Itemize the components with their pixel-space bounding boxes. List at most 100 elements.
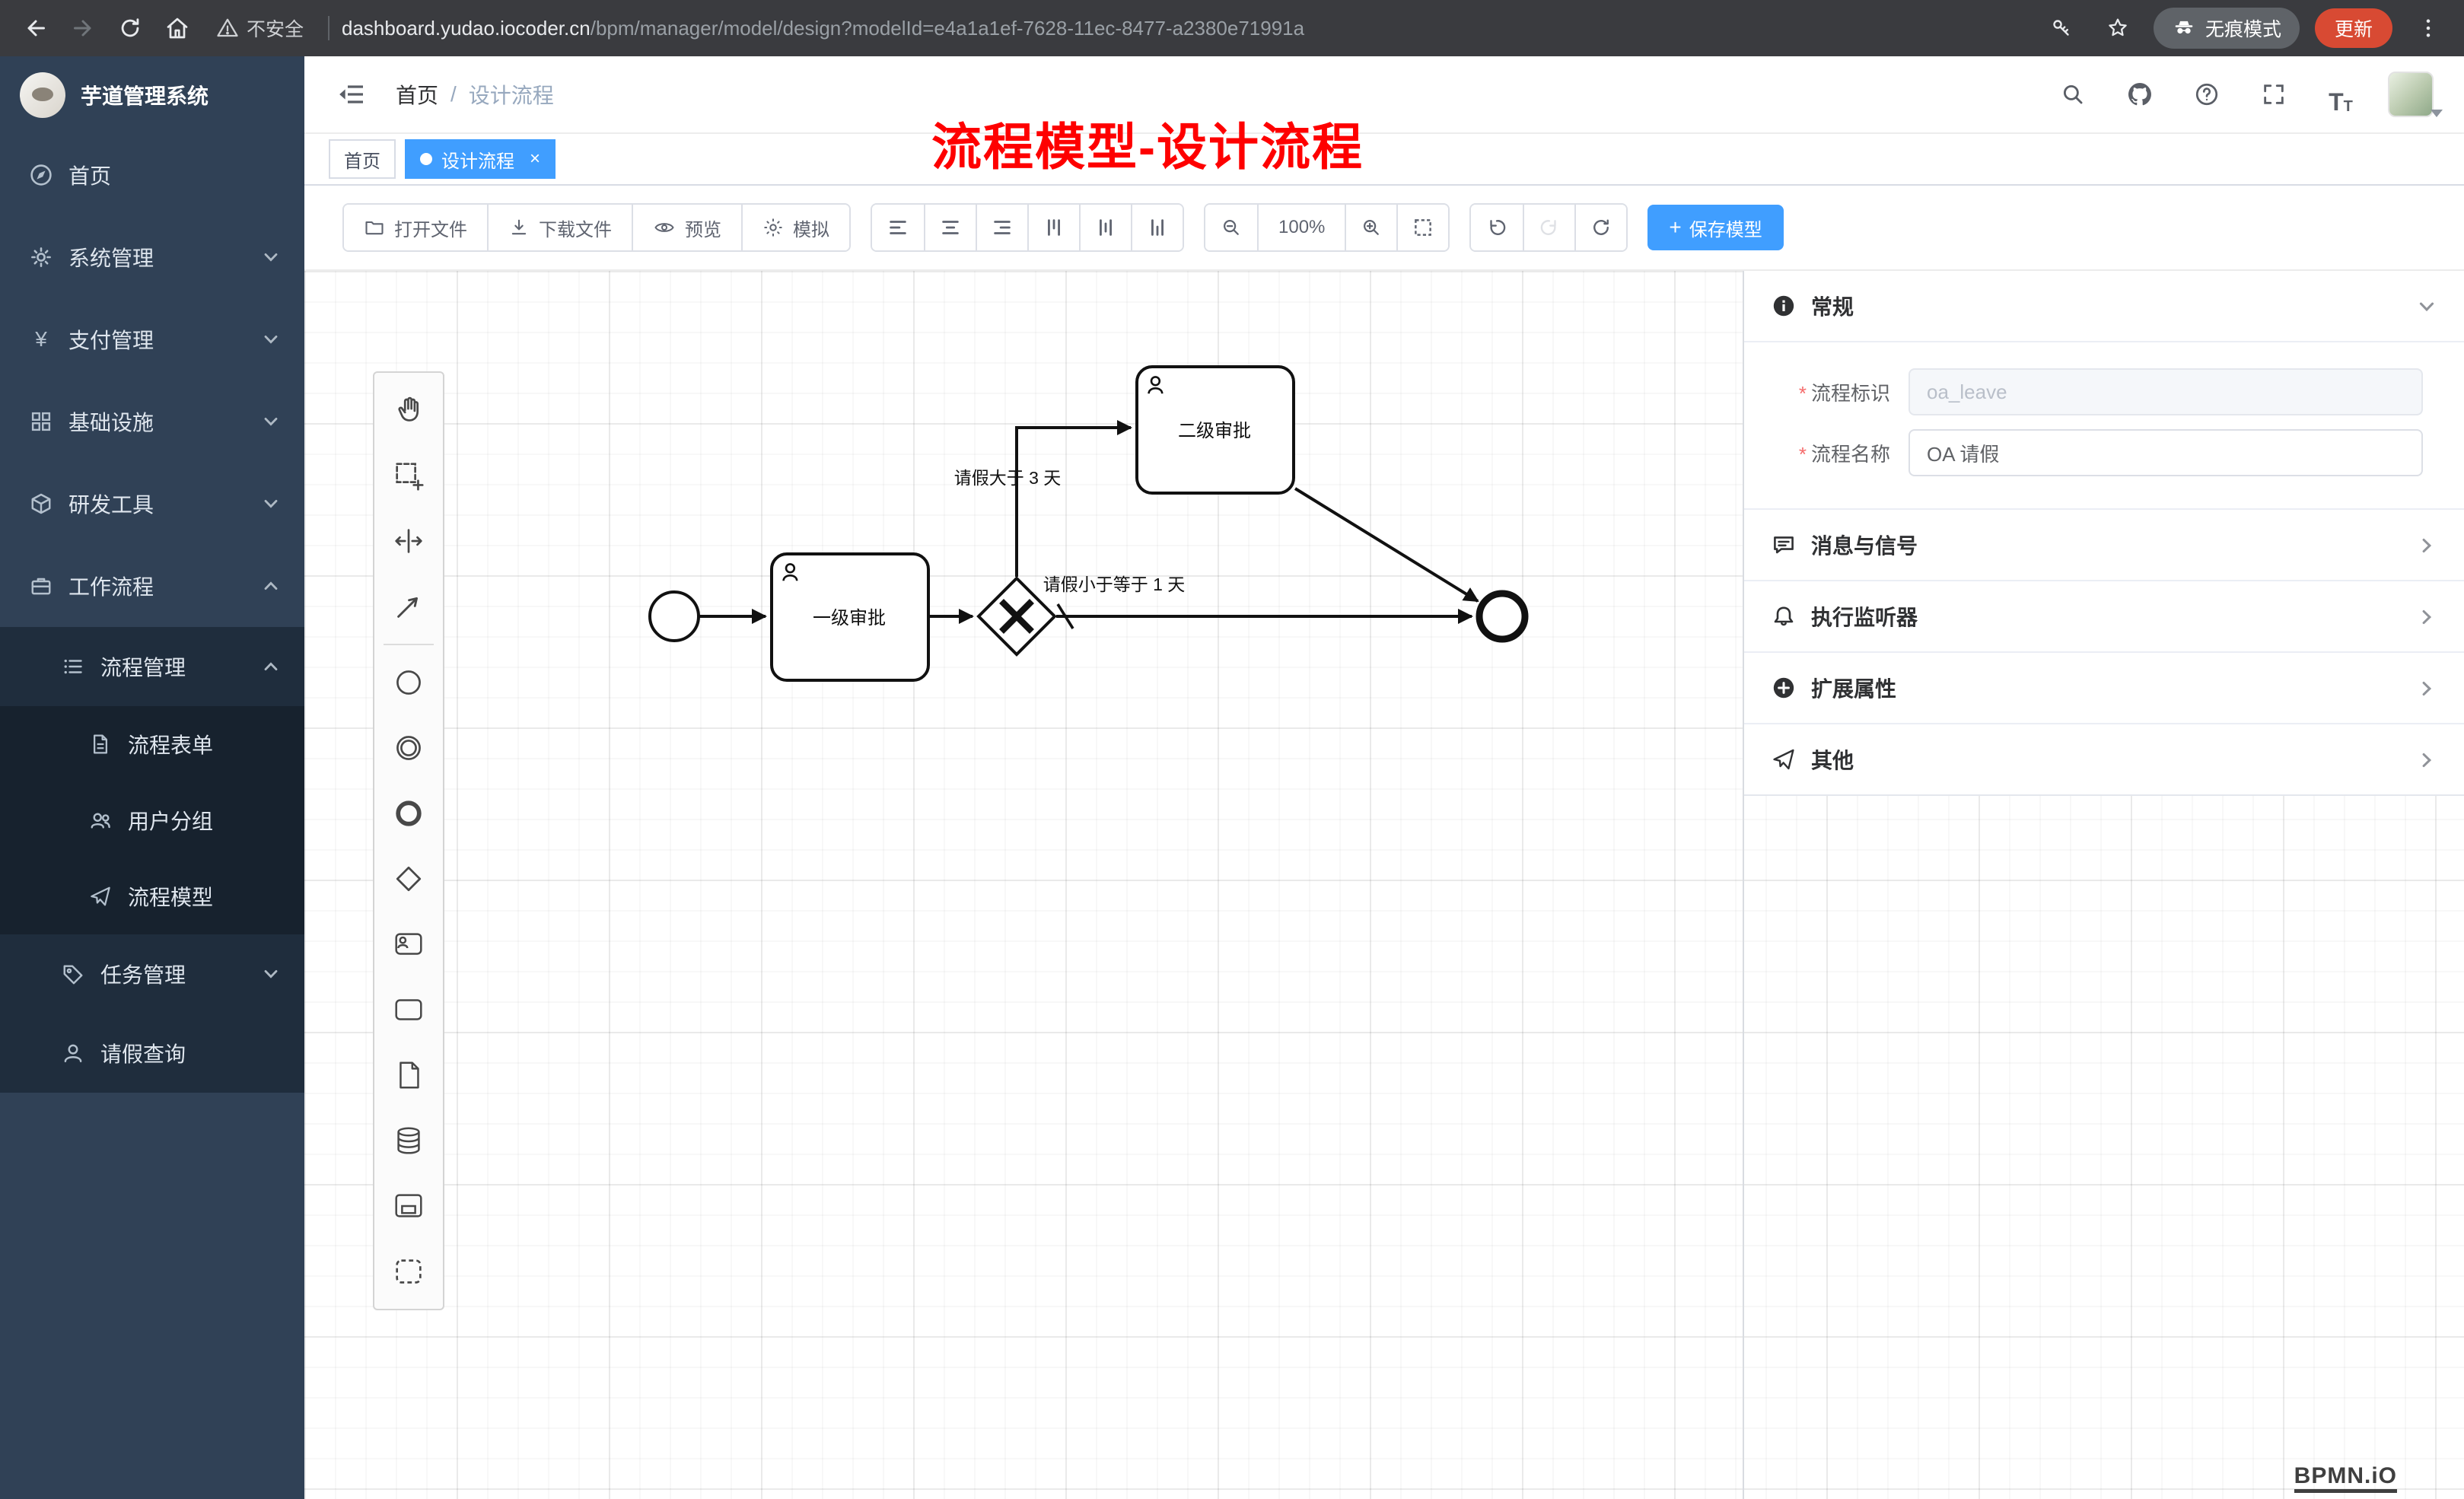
align-center-button[interactable]: [924, 205, 976, 250]
flow-task2-to-end[interactable]: [1294, 487, 1479, 603]
zoom-reset-button[interactable]: [1396, 205, 1449, 250]
create-end-event-icon[interactable]: [374, 781, 443, 846]
process-name-input[interactable]: [1908, 429, 2423, 476]
star-icon[interactable]: [2097, 8, 2138, 49]
browser-chrome: 不安全 dashboard.yudao.iocoder.cn/bpm/manag…: [0, 0, 2464, 56]
logo-avatar: [20, 72, 65, 118]
reload-icon[interactable]: [110, 8, 151, 49]
chevron-right-icon: [2422, 609, 2432, 625]
update-button[interactable]: 更新: [2314, 8, 2392, 48]
sidebar-item-payment[interactable]: ¥ 支付管理: [0, 298, 304, 380]
create-user-task-icon[interactable]: [374, 912, 443, 977]
security-label[interactable]: 不安全: [204, 14, 316, 42]
space-tool-icon[interactable]: [374, 508, 443, 574]
flow-label-gt3[interactable]: 请假大于 3 天: [954, 468, 1062, 488]
align-top-button[interactable]: [1027, 205, 1079, 250]
home-icon[interactable]: [157, 8, 198, 49]
section-extended-attrs[interactable]: 扩展属性: [1744, 651, 2464, 723]
section-execution-listener[interactable]: 执行监听器: [1744, 580, 2464, 651]
back-icon[interactable]: [15, 8, 56, 49]
hand-tool-icon[interactable]: [374, 377, 443, 443]
restart-button[interactable]: [1574, 205, 1627, 250]
sidebar-toggle-icon[interactable]: [329, 72, 374, 117]
sidebar-item-process-form[interactable]: 流程表单: [0, 706, 304, 782]
menu-dots-icon[interactable]: [2408, 8, 2449, 49]
tab-home[interactable]: 首页: [329, 139, 396, 179]
start-event[interactable]: [648, 590, 700, 642]
redo-button[interactable]: [1523, 205, 1575, 250]
sidebar-item-process-mgmt[interactable]: 流程管理: [0, 627, 304, 706]
create-gateway-icon[interactable]: [374, 846, 443, 912]
sidebar-item-workflow[interactable]: 工作流程: [0, 545, 304, 627]
close-icon[interactable]: ×: [530, 148, 541, 169]
key-icon[interactable]: [2041, 8, 2082, 49]
align-top-icon: [1048, 219, 1060, 236]
zoom-level[interactable]: 100%: [1257, 205, 1345, 250]
sidebar-item-task-mgmt[interactable]: 任务管理: [0, 934, 304, 1014]
create-subprocess-icon[interactable]: [374, 1173, 443, 1239]
url-divider: [328, 16, 330, 40]
user-task-second-approval[interactable]: 二级审批: [1135, 365, 1295, 495]
forward-icon[interactable]: [62, 8, 103, 49]
simulate-button[interactable]: 模拟: [741, 205, 849, 250]
tab-design-process[interactable]: 设计流程 ×: [405, 139, 556, 179]
open-file-button[interactable]: 打开文件: [344, 205, 487, 250]
global-connect-icon[interactable]: [374, 574, 443, 639]
end-event[interactable]: [1476, 590, 1529, 643]
lasso-tool-icon[interactable]: [374, 443, 443, 508]
bpmn-io-logo[interactable]: BPMN.iO: [2294, 1463, 2397, 1493]
align-right-button[interactable]: [976, 205, 1027, 250]
help-icon[interactable]: [2187, 75, 2227, 114]
create-data-object-icon[interactable]: [374, 1042, 443, 1108]
paper-plane-icon: [88, 884, 113, 909]
section-other[interactable]: 其他: [1744, 723, 2464, 794]
sidebar-item-home[interactable]: 首页: [0, 134, 304, 216]
section-general[interactable]: 常规: [1744, 271, 2464, 342]
save-model-button[interactable]: + 保存模型: [1647, 205, 1784, 250]
search-icon[interactable]: [2053, 75, 2093, 114]
align-bottom-icon: [1151, 219, 1164, 236]
sidebar-item-user-group[interactable]: 用户分组: [0, 782, 304, 858]
address-bar[interactable]: dashboard.yudao.iocoder.cn/bpm/manager/m…: [342, 17, 2017, 40]
flow-gateway-to-end[interactable]: [1056, 603, 1473, 629]
sidebar-item-system[interactable]: 系统管理: [0, 216, 304, 298]
create-start-event-icon[interactable]: [374, 650, 443, 715]
dashboard-icon: [29, 163, 53, 187]
breadcrumb-home[interactable]: 首页: [396, 84, 439, 107]
create-intermediate-event-icon[interactable]: [374, 715, 443, 781]
chevron-up-icon: [264, 662, 278, 670]
align-left-button[interactable]: [872, 205, 924, 250]
create-task-icon[interactable]: [374, 977, 443, 1042]
fullscreen-icon[interactable]: [2254, 75, 2294, 114]
incognito-badge[interactable]: 无痕模式: [2153, 8, 2300, 49]
user-avatar[interactable]: [2388, 72, 2443, 117]
align-middle-button[interactable]: [1079, 205, 1131, 250]
sidebar-item-process-model[interactable]: 流程模型: [0, 858, 304, 934]
create-data-store-icon[interactable]: [374, 1108, 443, 1173]
undo-button[interactable]: [1471, 205, 1523, 250]
process-key-input[interactable]: [1908, 368, 2423, 415]
download-file-button[interactable]: 下载文件: [487, 205, 632, 250]
section-message-signal[interactable]: 消息与信号: [1744, 508, 2464, 580]
github-icon[interactable]: [2120, 75, 2160, 114]
sidebar-item-infra[interactable]: 基础设施: [0, 380, 304, 463]
preview-button[interactable]: 预览: [632, 205, 741, 250]
bpmn-canvas[interactable]: 请假大于 3 天 请假小于等于 1 天 一级审批 二级审批: [304, 271, 2464, 1499]
chevron-down-icon: [264, 418, 278, 426]
sidebar-item-devtools[interactable]: 研发工具: [0, 463, 304, 545]
sidebar-item-leave-query[interactable]: 请假查询: [0, 1014, 304, 1093]
designer-toolbar: 打开文件 下载文件 预览 模拟: [304, 186, 2464, 271]
sidebar-logo[interactable]: 芋道管理系统: [0, 56, 304, 134]
warning-icon: [217, 18, 238, 37]
zoom-out-button[interactable]: [1205, 205, 1257, 250]
flow-label-lte1[interactable]: 请假小于等于 1 天: [1043, 574, 1186, 594]
zoom-in-button[interactable]: [1345, 205, 1397, 250]
align-bottom-button[interactable]: [1131, 205, 1183, 250]
create-group-icon[interactable]: [374, 1239, 443, 1304]
flow-gateway-to-task2[interactable]: [1015, 420, 1132, 577]
exclusive-gateway[interactable]: [976, 576, 1057, 657]
chevron-down-icon: [2419, 302, 2434, 312]
eye-icon: [654, 223, 674, 232]
user-task-first-approval[interactable]: 一级审批: [770, 552, 930, 682]
